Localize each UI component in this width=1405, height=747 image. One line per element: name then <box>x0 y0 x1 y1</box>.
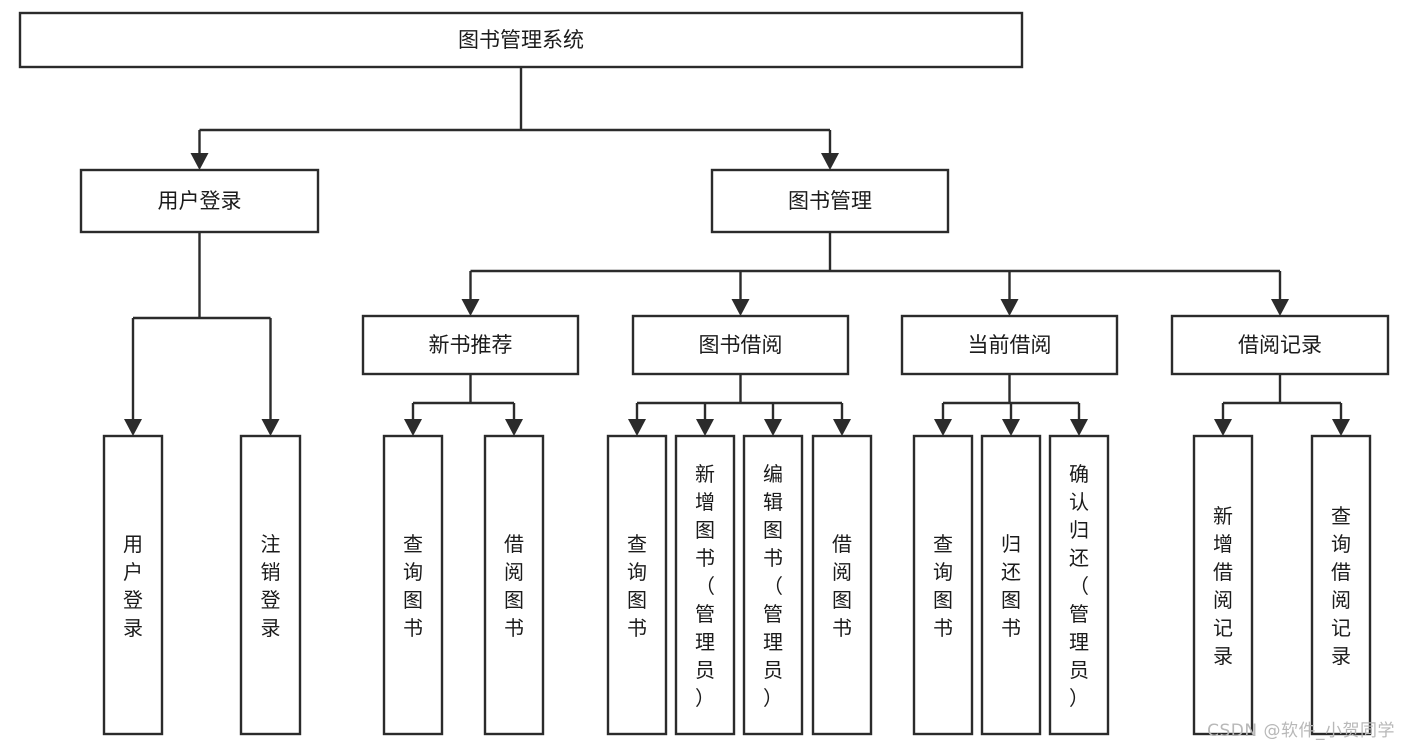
node-label: 归还图书 <box>1001 532 1021 640</box>
node-label: 查询图书 <box>933 532 953 640</box>
arrow-head-icon <box>731 299 750 316</box>
node-box <box>102 434 164 736</box>
node-leaf-add-record[interactable]: 新增借阅记录 <box>1192 434 1254 736</box>
node-box <box>631 314 850 376</box>
node-label: 用户登录 <box>123 532 143 640</box>
node-label: 新书推荐 <box>429 333 513 357</box>
edge-group-from-borrow-record <box>1214 374 1350 436</box>
arrow-head-icon <box>1002 419 1020 436</box>
node-label: 查询图书 <box>403 532 423 640</box>
node-current-borrow[interactable]: 当前借阅 <box>900 314 1119 376</box>
node-box <box>606 434 668 736</box>
node-label: 图书管理系统 <box>458 28 584 52</box>
node-layer: 图书管理系统用户登录图书管理新书推荐图书借阅当前借阅借阅记录用户登录注销登录查询… <box>18 11 1390 736</box>
node-leaf-user-login[interactable]: 用户登录 <box>102 434 164 736</box>
arrow-head-icon <box>261 419 280 436</box>
edge-group-from-user-login <box>124 232 280 436</box>
node-root[interactable]: 图书管理系统 <box>18 11 1024 69</box>
node-box <box>710 168 950 234</box>
node-label: 图书借阅 <box>699 333 783 357</box>
edge-group-from-root <box>190 67 839 170</box>
node-leaf-query-book-1[interactable]: 查询图书 <box>382 434 444 736</box>
node-label: 借阅图书 <box>504 532 524 640</box>
node-label: 借阅记录 <box>1238 333 1322 357</box>
arrow-head-icon <box>764 419 782 436</box>
node-label: 确认归还（管理员） <box>1069 462 1089 710</box>
edge-group-from-book-borrow <box>628 374 851 436</box>
node-book-borrow[interactable]: 图书借阅 <box>631 314 850 376</box>
arrow-head-icon <box>1271 299 1289 316</box>
node-box <box>1048 434 1110 736</box>
node-box <box>483 434 545 736</box>
node-user-login[interactable]: 用户登录 <box>79 168 320 234</box>
arrow-head-icon <box>404 419 422 436</box>
node-box <box>1170 314 1390 376</box>
node-box <box>1192 434 1254 736</box>
node-box <box>912 434 974 736</box>
arrow-head-icon <box>1070 419 1088 436</box>
node-leaf-logout[interactable]: 注销登录 <box>239 434 302 736</box>
arrow-head-icon <box>821 153 839 170</box>
node-box <box>980 434 1042 736</box>
node-label: 查询借阅记录 <box>1331 504 1351 668</box>
arrow-head-icon <box>1000 299 1019 316</box>
arrow-head-icon <box>505 419 523 436</box>
node-book-manage[interactable]: 图书管理 <box>710 168 950 234</box>
node-label: 借阅图书 <box>832 532 852 640</box>
node-label: 注销登录 <box>261 532 281 640</box>
csdn-watermark: CSDN @软件_小贺同学 <box>1207 721 1395 741</box>
node-leaf-edit-book[interactable]: 编辑图书（管理员） <box>742 434 804 736</box>
edge-layer <box>124 67 1350 436</box>
node-label: 用户登录 <box>158 189 242 213</box>
arrow-head-icon <box>461 299 480 316</box>
node-box <box>361 314 580 376</box>
edge-group-from-current-borrow <box>934 374 1088 436</box>
node-box <box>239 434 302 736</box>
edge-group-from-new-book-recommend <box>404 374 523 436</box>
node-leaf-query-book-3[interactable]: 查询图书 <box>912 434 974 736</box>
node-box <box>382 434 444 736</box>
node-borrow-record[interactable]: 借阅记录 <box>1170 314 1390 376</box>
node-label: 查询图书 <box>627 532 647 640</box>
node-leaf-confirm-return[interactable]: 确认归还（管理员） <box>1048 434 1110 736</box>
arrow-head-icon <box>124 419 142 436</box>
node-label: 当前借阅 <box>968 333 1052 357</box>
node-new-book-recommend[interactable]: 新书推荐 <box>361 314 580 376</box>
arrow-head-icon <box>190 153 209 170</box>
node-box <box>18 11 1024 69</box>
node-label: 图书管理 <box>788 189 872 213</box>
edge-group-from-book-manage <box>461 232 1289 316</box>
node-leaf-return-book[interactable]: 归还图书 <box>980 434 1042 736</box>
node-label: 新增借阅记录 <box>1213 504 1233 668</box>
node-box <box>1310 434 1372 736</box>
node-leaf-query-book-2[interactable]: 查询图书 <box>606 434 668 736</box>
arrow-head-icon <box>1332 419 1350 436</box>
node-box <box>79 168 320 234</box>
node-box <box>674 434 736 736</box>
arrow-head-icon <box>833 419 851 436</box>
node-box <box>811 434 873 736</box>
node-label: 新增图书（管理员） <box>695 462 715 710</box>
arrow-head-icon <box>1214 419 1232 436</box>
arrow-head-icon <box>934 419 952 436</box>
arrow-head-icon <box>696 419 714 436</box>
node-leaf-query-record[interactable]: 查询借阅记录 <box>1310 434 1372 736</box>
node-label: 编辑图书（管理员） <box>763 462 783 710</box>
node-leaf-borrow-book-2[interactable]: 借阅图书 <box>811 434 873 736</box>
node-leaf-add-book[interactable]: 新增图书（管理员） <box>674 434 736 736</box>
node-box <box>742 434 804 736</box>
node-box <box>900 314 1119 376</box>
arrow-head-icon <box>628 419 646 436</box>
node-leaf-borrow-book-1[interactable]: 借阅图书 <box>483 434 545 736</box>
